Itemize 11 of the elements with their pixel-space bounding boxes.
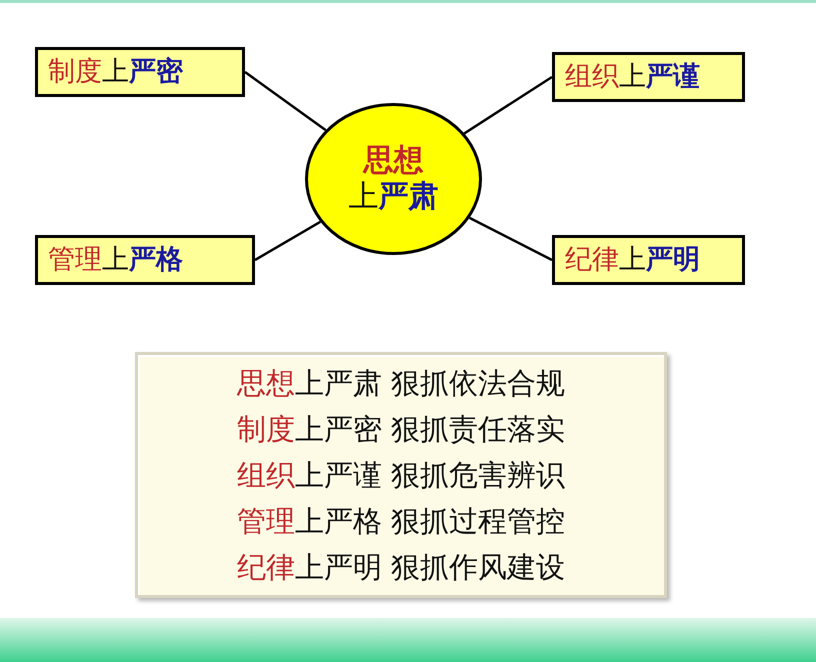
label-box: 组织上严谨 <box>552 52 745 102</box>
connector-line <box>468 216 553 262</box>
center-heading: 思想 <box>364 143 424 179</box>
center-text: 上严肃 <box>348 179 438 215</box>
summary-panel: 思想上严肃 狠抓依法合规 制度上严密 狠抓责任落实 组织上严谨 狠抓危害辨识 管理上严格 狠抓过程管控 纪律上严明 狠抓作风建设 <box>135 352 667 598</box>
connector-line <box>464 76 553 134</box>
label-box: 制度上严密 <box>35 47 245 97</box>
label-box: 管理上严格 <box>35 235 255 285</box>
connector-line <box>254 220 321 262</box>
connector-line <box>244 70 326 132</box>
label-box: 纪律上严明 <box>552 235 745 285</box>
